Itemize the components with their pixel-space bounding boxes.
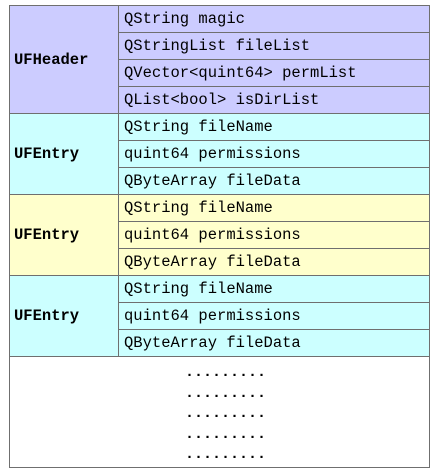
header-field: QString magic: [118, 5, 430, 33]
entry-field: QString fileName: [118, 194, 430, 222]
header-block: UFHeader QString magic QStringList fileL…: [9, 5, 430, 114]
entry-block: UFEntry QString fileName quint64 permiss…: [9, 113, 430, 195]
entry-label: UFEntry: [9, 194, 119, 276]
file-structure-diagram: UFHeader QString magic QStringList fileL…: [9, 5, 430, 468]
entry-field: QByteArray fileData: [118, 248, 430, 276]
entry-field: quint64 permissions: [118, 302, 430, 330]
continuation-block: ......... ......... ......... ......... …: [9, 356, 430, 468]
header-field: QVector<quint64> permList: [118, 59, 430, 87]
ellipsis-line: .........: [184, 384, 266, 402]
ellipsis-line: .........: [184, 446, 266, 463]
header-label: UFHeader: [9, 5, 119, 114]
entry-label: UFEntry: [9, 275, 119, 357]
entry-field: QString fileName: [118, 275, 430, 303]
ellipsis-line: .........: [184, 364, 266, 381]
entry-field: QString fileName: [118, 113, 430, 141]
entry-field: quint64 permissions: [118, 140, 430, 168]
ellipsis-line: .........: [184, 425, 266, 443]
entry-label: UFEntry: [9, 113, 119, 195]
entry-field: QByteArray fileData: [118, 329, 430, 357]
entry-field: QByteArray fileData: [118, 167, 430, 195]
entry-block: UFEntry QString fileName quint64 permiss…: [9, 275, 430, 357]
header-field: QStringList fileList: [118, 32, 430, 60]
entry-block: UFEntry QString fileName quint64 permiss…: [9, 194, 430, 276]
entry-field: quint64 permissions: [118, 221, 430, 249]
continuation-cell: ......... ......... ......... ......... …: [9, 356, 430, 468]
header-field: QList<bool> isDirList: [118, 86, 430, 114]
ellipsis-line: .........: [184, 405, 266, 422]
